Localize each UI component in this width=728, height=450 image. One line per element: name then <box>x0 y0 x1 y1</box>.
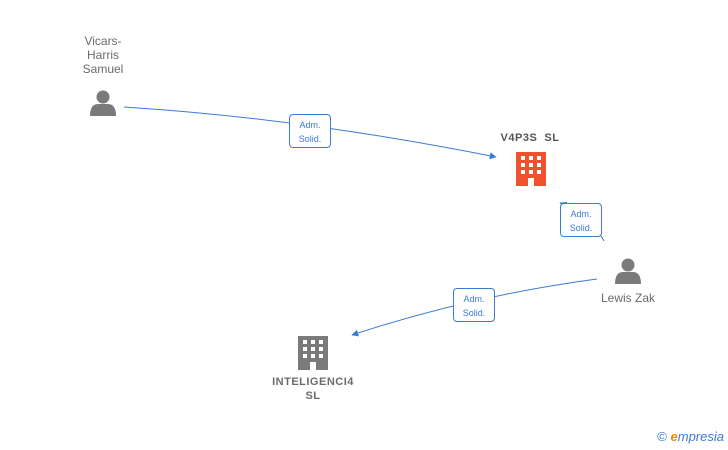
edge-label-lewis-inteligenci4: Adm. Solid. <box>453 288 495 322</box>
node-label-lewis[interactable]: Lewis Zak <box>600 291 656 305</box>
node-label-vicars[interactable]: Vicars- Harris Samuel <box>82 34 124 76</box>
copyright-footer: © empresia <box>657 429 724 444</box>
node-label-inteligenci4[interactable]: INTELIGENCI4 SL <box>272 376 354 402</box>
empresia-logo-mark: e <box>670 429 678 444</box>
copyright-icon: © <box>657 429 667 444</box>
building-icon[interactable] <box>298 336 328 370</box>
empresia-logo-text: mpresia <box>677 429 724 444</box>
node-label-v4p3s[interactable]: V4P3S SL <box>500 132 560 144</box>
person-icon[interactable] <box>90 90 116 117</box>
edge-label-lewis-v4p3s: Adm. Solid. <box>560 203 602 237</box>
edge-label-vicars-v4p3s: Adm. Solid. <box>289 114 331 148</box>
person-icon[interactable] <box>615 258 641 285</box>
building-icon[interactable] <box>516 152 546 186</box>
